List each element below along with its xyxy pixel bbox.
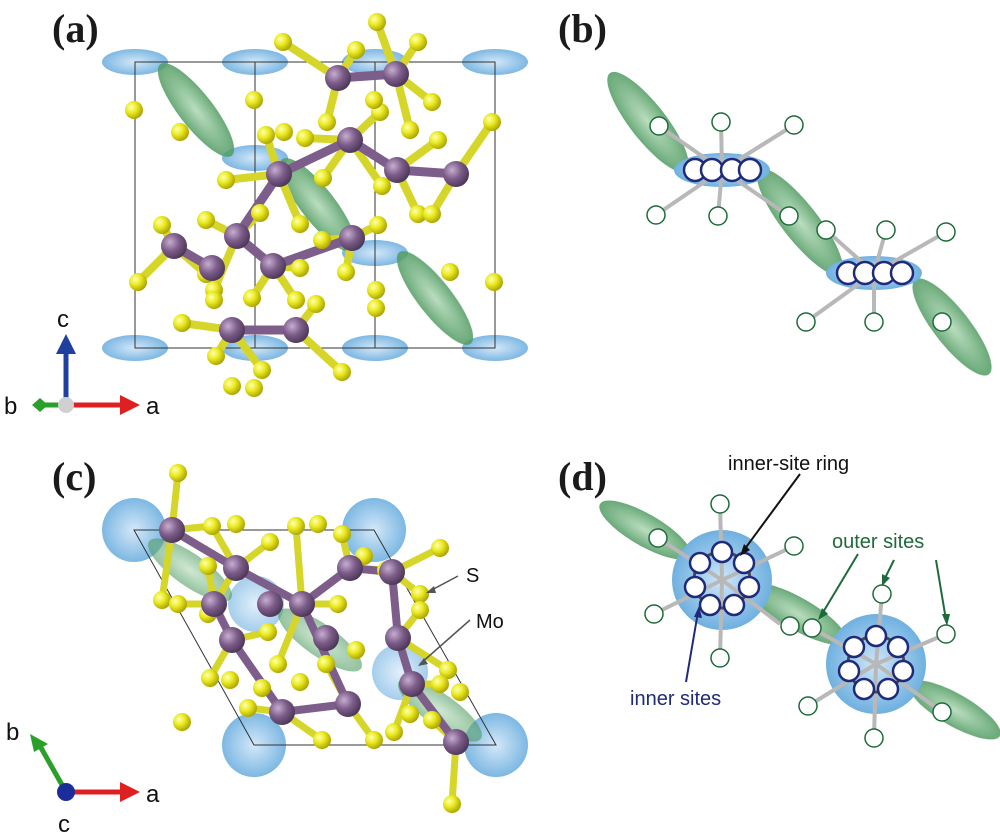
panel-b: (b) <box>558 6 992 376</box>
panel-d-label: (d) <box>558 454 607 499</box>
panel-a-molybdenum-atoms <box>161 61 469 343</box>
panel-b-inner-sites <box>682 157 915 286</box>
panel-c-axes-indicator: b a c <box>6 719 160 838</box>
panel-a: (a) <box>4 6 528 420</box>
panel-a-sulfur-atoms <box>125 13 503 397</box>
panel-b-outer-regions <box>607 71 992 376</box>
panel-d-inner-label: inner sites <box>630 688 721 710</box>
panel-b-outer-sites <box>646 112 956 332</box>
panel-c-sulfur-label: S <box>466 565 479 587</box>
panel-d-outer-label: outer sites <box>832 531 924 553</box>
panel-c-axis-c-label: c <box>58 811 70 838</box>
panel-a-outer-regions <box>157 63 474 345</box>
panel-a-axis-b-label: b <box>4 393 17 420</box>
panel-c-axis-b-label: b <box>6 719 19 746</box>
panel-c-molybdenum-atoms <box>159 517 469 755</box>
panel-d-inner-sites <box>683 540 915 701</box>
panel-c-label: (c) <box>52 454 96 499</box>
panel-a-axis-a-label: a <box>146 393 160 420</box>
panel-d-outer-sites <box>644 494 956 748</box>
panel-d-ring-label: inner-site ring <box>728 453 849 475</box>
panel-c-sulfur-atoms <box>153 464 469 813</box>
panel-d-annotations: inner-site ring outer sites inner sites <box>630 453 950 710</box>
panel-a-label: (a) <box>52 6 99 51</box>
panel-c: (c) <box>6 454 528 838</box>
panel-a-axis-c-label: c <box>57 306 69 333</box>
panel-d: (d) <box>558 453 1000 748</box>
panel-c-atom-labels: S Mo <box>418 565 504 666</box>
panel-b-label: (b) <box>558 6 607 51</box>
panel-c-axis-a-label: a <box>146 781 160 808</box>
panel-a-axes-indicator: c a b <box>4 306 160 420</box>
panel-c-molybdenum-label: Mo <box>476 611 504 633</box>
